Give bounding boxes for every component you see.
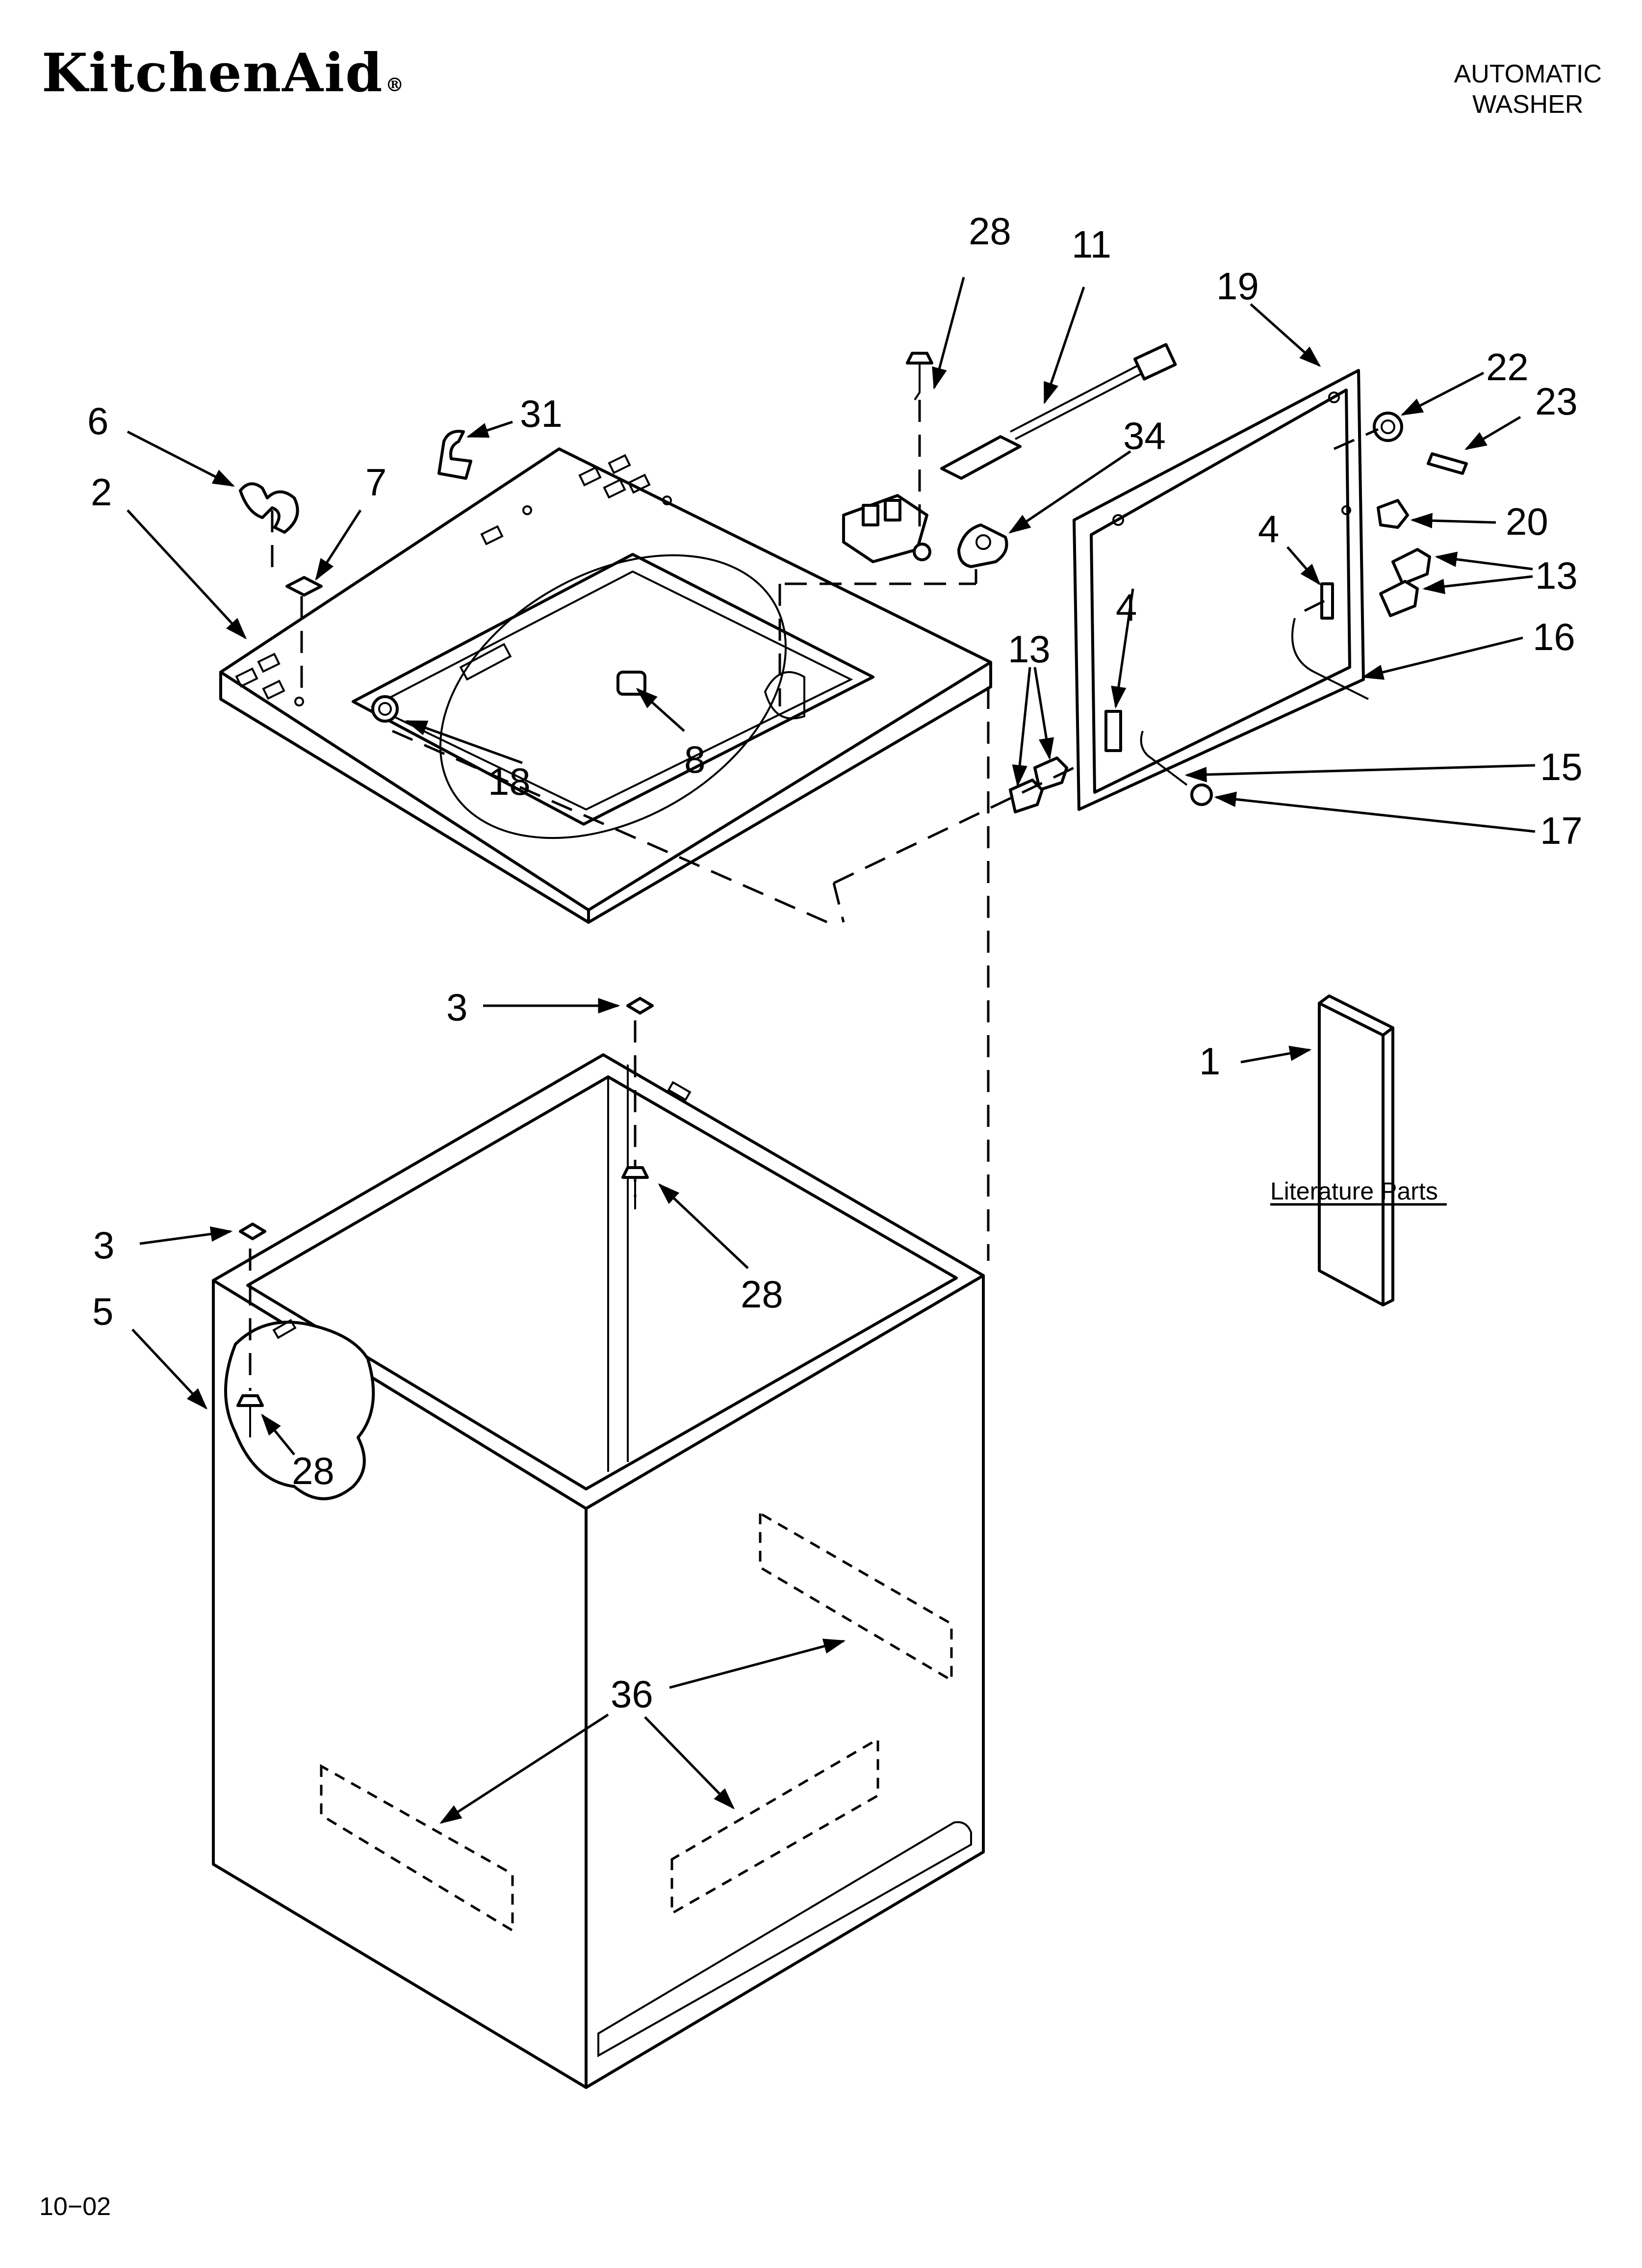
callout-36: 36 — [611, 1672, 653, 1716]
callout-13-left: 13 — [1008, 627, 1051, 671]
date-code: 10−02 — [39, 2192, 111, 2221]
callout-18: 18 — [488, 760, 531, 803]
callout-22: 22 — [1486, 345, 1529, 389]
callout-16: 16 — [1533, 615, 1575, 658]
callout-31: 31 — [520, 392, 563, 435]
callout-28-top: 28 — [969, 209, 1011, 253]
callout-8: 8 — [684, 738, 705, 781]
callout-5: 5 — [92, 1290, 113, 1333]
callout-labels: 28 11 19 22 23 6 31 34 2 7 20 4 13 16 4 … — [87, 209, 1583, 1716]
cabinet-part — [212, 1053, 985, 2089]
callout-3-left: 3 — [93, 1224, 114, 1267]
literature-parts-label: Literature Parts — [1270, 1177, 1438, 1205]
product-type: AUTOMATIC WASHER — [1454, 59, 1602, 120]
product-type-line-1: AUTOMATIC — [1454, 60, 1602, 88]
callout-3-top: 3 — [446, 986, 467, 1029]
callout-13-right: 13 — [1535, 554, 1578, 597]
callout-2: 2 — [91, 470, 112, 514]
callout-28-cabinet: 28 — [741, 1273, 783, 1316]
callout-17: 17 — [1540, 809, 1583, 852]
literature-parts — [1318, 994, 1394, 1306]
callout-34: 34 — [1123, 414, 1166, 457]
registered-mark: ® — [385, 74, 405, 96]
kitchenaid-logo: KitchenAid® — [42, 47, 405, 100]
callout-4-left: 4 — [1116, 586, 1137, 629]
callout-11: 11 — [1072, 223, 1111, 266]
product-type-line-2: WASHER — [1472, 90, 1584, 119]
leader-lines — [127, 277, 1536, 1824]
assembly-lines — [239, 400, 1379, 1933]
brand-name: KitchenAid — [42, 42, 384, 104]
console-frame-part — [1073, 369, 1365, 811]
top-cover-part — [219, 447, 992, 924]
callout-15: 15 — [1540, 745, 1583, 788]
callout-1: 1 — [1199, 1040, 1220, 1083]
callout-19: 19 — [1216, 264, 1259, 308]
callout-6: 6 — [87, 399, 108, 443]
callout-23: 23 — [1535, 380, 1578, 423]
callout-4-right: 4 — [1258, 507, 1279, 550]
callout-20: 20 — [1506, 500, 1548, 543]
callout-28-cutaway: 28 — [292, 1449, 334, 1492]
callout-7: 7 — [365, 461, 386, 504]
small-parts — [239, 343, 1468, 813]
